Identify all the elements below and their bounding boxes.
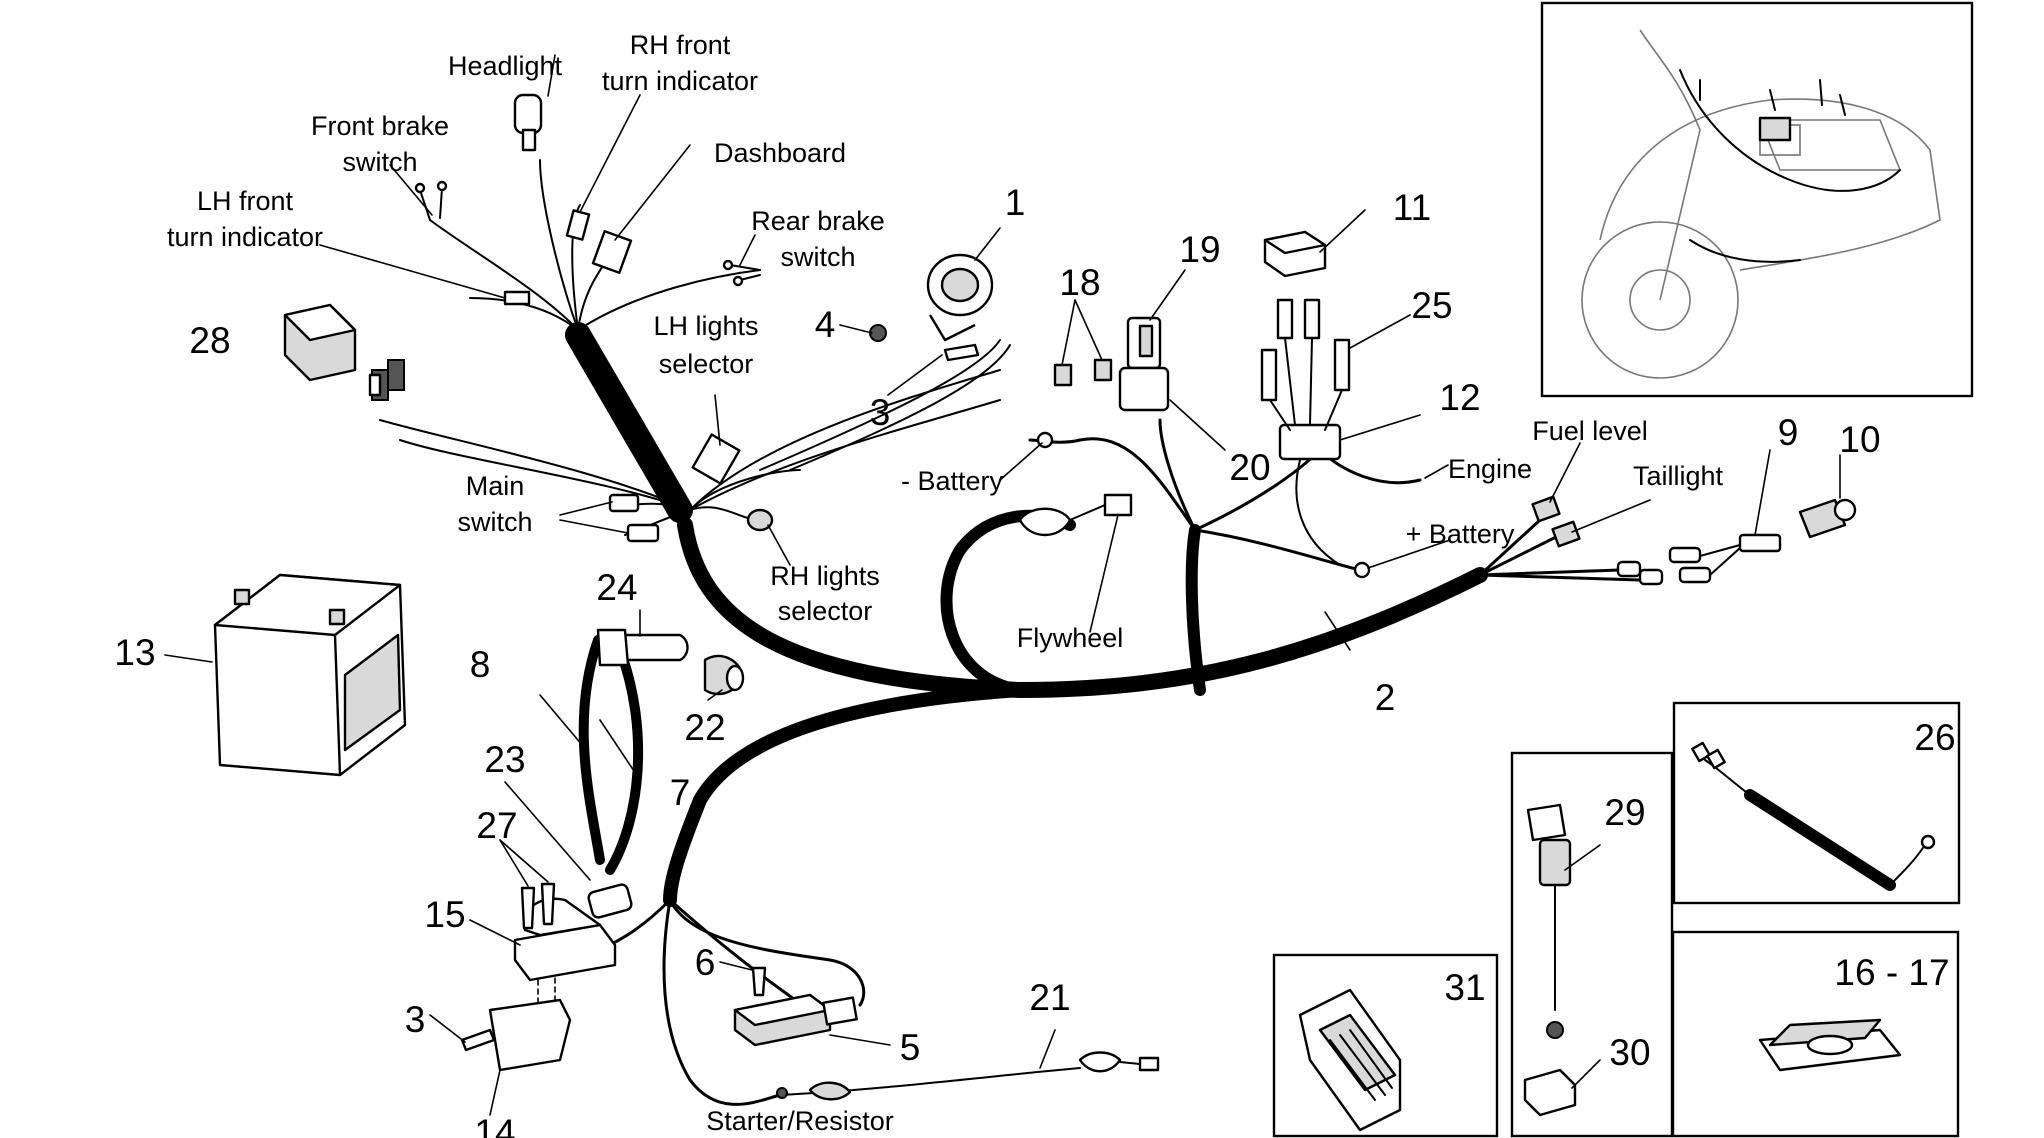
label-rh-lights-2: selector <box>778 596 873 626</box>
label-taillight: Taillight <box>1633 461 1724 491</box>
label-lh-lights-2: selector <box>659 349 754 379</box>
screw-3-horn <box>943 343 980 362</box>
part-number-16-17: 16 - 17 <box>1834 952 1949 993</box>
part-number-24: 24 <box>596 567 637 608</box>
part-number-12: 12 <box>1439 377 1480 418</box>
part-number-9: 9 <box>1778 412 1799 453</box>
part-number-27: 27 <box>476 805 517 846</box>
screw-6 <box>751 966 767 997</box>
relay-28-connectors <box>368 359 405 401</box>
label-front-brake-1: Front brake <box>311 111 449 141</box>
label-main-switch-2: switch <box>457 507 532 537</box>
label-engine: Engine <box>1448 454 1532 484</box>
regulator-5 <box>733 993 858 1047</box>
part-number-18: 18 <box>1059 262 1100 303</box>
part-number-14: 14 <box>474 1112 515 1138</box>
label-rh-front-turn-1: RH front <box>630 30 731 60</box>
label-fuel-level: Fuel level <box>1532 416 1648 446</box>
horn-1 <box>926 253 994 342</box>
terminals-25 <box>1260 298 1351 402</box>
rh-turn-connector <box>565 209 591 241</box>
part-number-25: 25 <box>1411 285 1452 326</box>
motorcycle-location-inset <box>1540 1 1974 398</box>
part-number-15: 15 <box>424 894 465 935</box>
flasher-relay-28 <box>283 303 357 382</box>
part-number-20: 20 <box>1229 447 1270 488</box>
part-number-8: 8 <box>470 644 491 685</box>
label-lh-front-turn-1: LH front <box>197 186 294 216</box>
inset-26 <box>1672 701 1961 905</box>
ht-cables-7-8-23 <box>578 635 644 875</box>
part-number-13: 13 <box>114 632 155 673</box>
part-number-10: 10 <box>1839 419 1880 460</box>
rear-connectors <box>1616 560 1664 586</box>
inset-31 <box>1272 953 1499 1138</box>
lh-lights-selector-connector <box>691 433 741 485</box>
part-number-28: 28 <box>189 320 230 361</box>
label-rear-brake-1: Rear brake <box>751 206 885 236</box>
leader-lines <box>164 54 1841 1116</box>
flywheel-connector <box>1018 493 1133 537</box>
part-number-21: 21 <box>1029 977 1070 1018</box>
taillight-connector <box>1551 520 1581 548</box>
spark-plug-cap-24 <box>596 628 689 667</box>
part-number-11: 11 <box>1393 187 1431 228</box>
label-lh-lights-1: LH lights <box>653 311 758 341</box>
starter-resistor-cable-21 <box>776 1051 1160 1101</box>
label-headlight: Headlight <box>448 51 563 81</box>
label-dashboard: Dashboard <box>714 138 846 168</box>
relay-11 <box>1263 230 1327 278</box>
screws-27 <box>520 882 556 930</box>
part-numbers: 1 2 3 3 4 5 6 7 8 9 10 11 12 13 14 15 16… <box>114 182 1955 1138</box>
part-number-31: 31 <box>1444 967 1485 1008</box>
part-number-29: 29 <box>1604 792 1645 833</box>
label-minus-battery: - Battery <box>901 466 1004 496</box>
bulb-holder-10 <box>1798 498 1857 539</box>
part-number-1: 1 <box>1005 182 1026 223</box>
part-number-3-horn: 3 <box>870 392 891 433</box>
callout-labels: Headlight RH front turn indicator Front … <box>167 30 1724 1136</box>
label-rh-lights-1: RH lights <box>770 561 880 591</box>
label-front-brake-2: switch <box>342 147 417 177</box>
rh-lights-selector-connector <box>746 508 774 532</box>
part-number-23: 23 <box>484 739 525 780</box>
label-plus-battery: + Battery <box>1406 519 1515 549</box>
headlight-connector <box>513 93 543 152</box>
label-rh-front-turn-2: turn indicator <box>602 66 758 96</box>
label-rear-brake-2: switch <box>780 242 855 272</box>
label-main-switch-1: Main <box>466 471 525 501</box>
inset-29-30 <box>1510 751 1674 1138</box>
dashboard-connector <box>591 230 633 274</box>
cable-9 <box>1668 533 1782 584</box>
bracket-14 <box>488 977 572 1072</box>
cap-22 <box>703 654 745 696</box>
part-number-19: 19 <box>1179 229 1220 270</box>
front-brake-switch-terminals <box>414 180 448 221</box>
fuel-level-connector <box>1531 495 1561 523</box>
part-number-6: 6 <box>695 942 716 983</box>
part-number-3-bracket: 3 <box>405 999 426 1040</box>
part-number-22: 22 <box>684 707 725 748</box>
lh-turn-connector <box>503 290 531 306</box>
part-number-7: 7 <box>670 772 691 813</box>
part-number-26: 26 <box>1914 717 1955 758</box>
label-starter-resistor: Starter/Resistor <box>706 1106 894 1136</box>
rear-brake-switch-terminals <box>722 259 761 287</box>
part-number-5: 5 <box>900 1027 921 1068</box>
fuse-holder-19-20 <box>1118 316 1170 412</box>
main-switch-connector-b <box>626 523 660 543</box>
screw-3-bracket <box>460 1028 496 1052</box>
inset-16-17 <box>1671 930 1960 1138</box>
part-number-2: 2 <box>1375 677 1396 718</box>
battery-13 <box>213 573 407 777</box>
part-number-4: 4 <box>815 304 836 345</box>
label-lh-front-turn-2: turn indicator <box>167 222 323 252</box>
fuses-18 <box>1053 358 1113 387</box>
part-number-30: 30 <box>1609 1032 1650 1073</box>
label-flywheel: Flywheel <box>1017 623 1124 653</box>
main-switch-connector-a <box>608 493 640 513</box>
plus-battery-terminal <box>1353 561 1371 579</box>
